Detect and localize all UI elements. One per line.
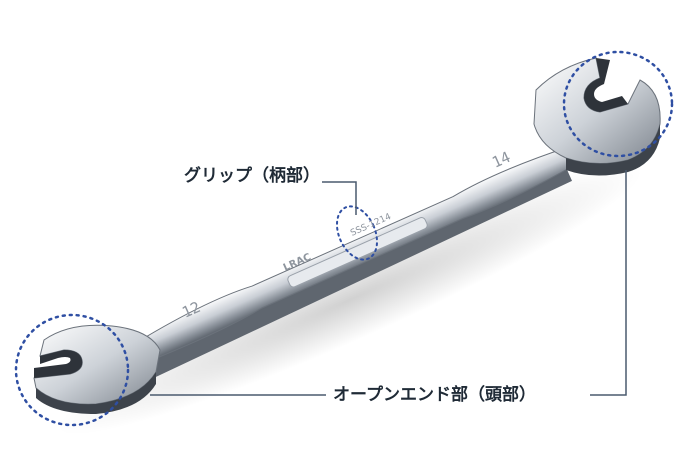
open-end-highlight-circle-small [14, 313, 130, 427]
wrench-shadow [57, 164, 643, 436]
wrench-body [126, 144, 581, 380]
size-mark-small: 12 [179, 298, 203, 322]
open-end-highlight-circle-large [562, 50, 674, 158]
open-end-large [533, 57, 661, 176]
grip-label: グリップ（柄部） [184, 165, 320, 187]
shaft-groove [287, 217, 428, 288]
size-mark-large: 14 [489, 148, 513, 172]
open-end-callout-line-right [590, 170, 627, 396]
grip-highlight-circle [335, 205, 379, 261]
open-end-label: オープンエンド部（頭部） [330, 384, 539, 406]
open-end-small [33, 324, 161, 414]
grip-callout-line [322, 181, 357, 215]
shaft-side [143, 166, 573, 380]
